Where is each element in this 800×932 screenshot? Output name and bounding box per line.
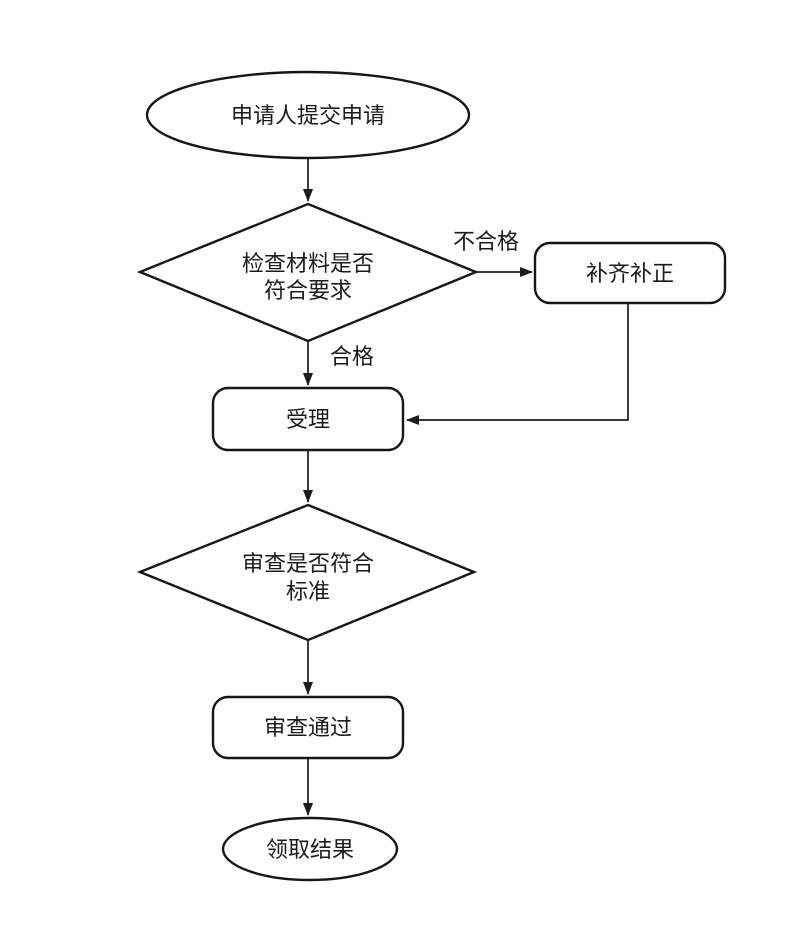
node-start: 申请人提交申请 (145, 70, 471, 160)
node-accept: 受理 (211, 386, 405, 452)
check-materials-label-line2: 符合要求 (264, 278, 352, 303)
review-label-line2: 标准 (286, 579, 330, 604)
edge-supplement-to-accept (406, 304, 629, 425)
node-review: 审查是否符合 标准 (136, 503, 478, 642)
node-end: 领取结果 (221, 816, 399, 882)
supplement-label: 补齐补正 (586, 261, 674, 286)
review-diamond (136, 503, 478, 642)
edge-label-unqualified: 不合格 (453, 229, 519, 254)
review-passed-box (211, 695, 405, 760)
edge-label-qualified: 合格 (330, 344, 374, 369)
end-ellipse (221, 816, 399, 882)
accept-label: 受理 (286, 407, 330, 432)
supplement-box (533, 241, 727, 305)
review-passed-label: 审查通过 (264, 715, 352, 740)
accept-box (211, 386, 405, 452)
node-check-materials: 检查材料是否 符合要求 (136, 202, 480, 343)
node-review-passed: 审查通过 (211, 695, 405, 760)
review-label-line1: 审查是否符合 (242, 551, 374, 576)
node-supplement: 补齐补正 (533, 241, 727, 305)
end-label: 领取结果 (266, 837, 354, 862)
check-materials-label-line1: 检查材料是否 (242, 251, 374, 276)
check-materials-diamond (136, 202, 480, 343)
start-label: 申请人提交申请 (231, 103, 385, 128)
start-ellipse (145, 70, 471, 160)
